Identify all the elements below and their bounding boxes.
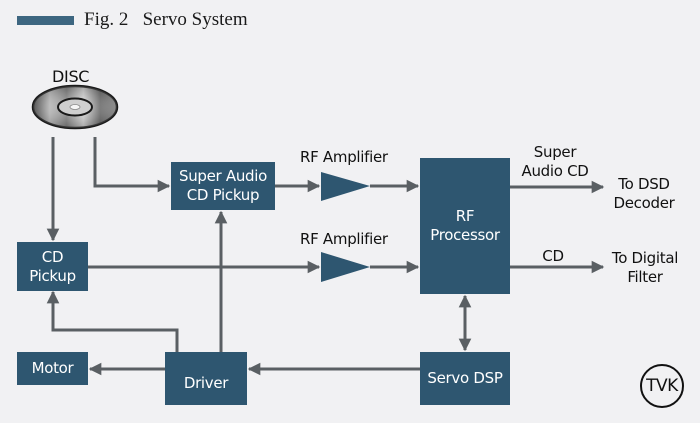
connector-driver-to-cd-pickup xyxy=(46,290,179,352)
cd-signal-label: CD xyxy=(542,247,564,265)
cd-destination-label: To Digital Filter xyxy=(605,249,685,287)
rf-amplifier-top-icon xyxy=(321,172,370,201)
servo-dsp-block: Servo DSP xyxy=(420,352,510,405)
sacd-pickup-label-line2: CD Pickup xyxy=(186,186,260,204)
rf-amplifier-bottom-icon xyxy=(321,252,370,282)
motor-label: Motor xyxy=(31,359,74,377)
rf-processor-label-line2: Processor xyxy=(430,226,500,244)
tvk-watermark-text: TVK xyxy=(646,376,678,396)
sacd-destination-label: To DSD Decoder xyxy=(608,175,680,213)
cd-destination-line1: To Digital xyxy=(611,249,679,267)
sacd-pickup-block: Super Audio CD Pickup xyxy=(171,162,275,210)
sacd-signal-line2: Audio CD xyxy=(521,162,589,180)
disc-icon xyxy=(31,84,119,130)
rf-amplifier-bottom-label: RF Amplifier xyxy=(300,230,388,248)
connector-disc-to-sacd-pickup xyxy=(93,137,171,193)
cd-pickup-label-line1: CD xyxy=(41,247,64,266)
tvk-watermark-logo: TVK xyxy=(640,364,684,408)
sacd-signal-line1: Super xyxy=(533,143,577,161)
rf-processor-block: RF Processor xyxy=(420,158,510,294)
figure-title: Fig. 2 Servo System xyxy=(84,9,248,30)
sacd-destination-line2: Decoder xyxy=(613,194,675,212)
driver-block: Driver xyxy=(165,352,247,405)
cd-destination-line2: Filter xyxy=(627,268,663,286)
title-accent-bar xyxy=(17,16,74,25)
rf-processor-label-line1: RF xyxy=(455,207,475,225)
cd-pickup-label-line2: Pickup xyxy=(29,266,76,285)
servo-dsp-label: Servo DSP xyxy=(427,369,503,387)
cd-pickup-block: CD Pickup xyxy=(17,242,88,291)
sacd-pickup-label-line1: Super Audio xyxy=(178,167,268,185)
sacd-destination-line1: To DSD xyxy=(618,175,670,193)
disc-label: DISC xyxy=(52,67,90,86)
motor-block: Motor xyxy=(17,352,88,385)
sacd-signal-label: Super Audio CD xyxy=(520,143,590,181)
rf-amplifier-top-label: RF Amplifier xyxy=(300,148,388,166)
driver-label: Driver xyxy=(183,374,229,392)
